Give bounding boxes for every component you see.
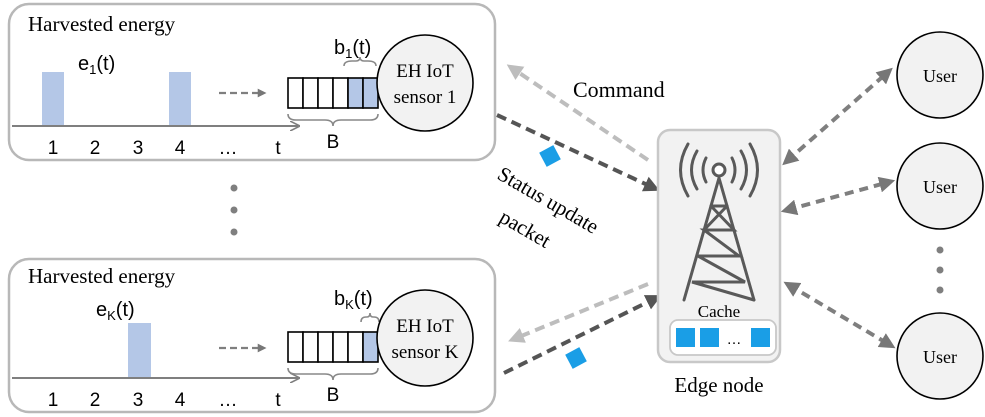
axis-tick: 1 (48, 138, 59, 159)
panel-title: Harvested energy (28, 264, 176, 288)
energy-bar-slot-4 (169, 72, 191, 126)
battery-level-brace (360, 312, 380, 323)
energy-label-sub: K (107, 308, 116, 323)
status-arrow-1 (496, 113, 660, 192)
axis-tick: 4 (175, 138, 186, 159)
cache-slot (700, 328, 719, 347)
command-arrow-1 (506, 64, 650, 162)
axis-tick: 1 (48, 390, 59, 411)
edge-node[interactable]: Cache … (656, 128, 782, 364)
battery-label-sub: K (345, 297, 354, 312)
battery-buffer (287, 77, 379, 109)
axis-tick: t (275, 138, 281, 159)
user-node-1[interactable]: User (896, 31, 984, 119)
capacity-label: B (327, 385, 340, 406)
capacity-brace (287, 367, 379, 381)
battery-buffer (287, 331, 379, 363)
user-links (780, 67, 896, 349)
energy-label: e1(t) (78, 53, 115, 77)
cache-slot (676, 328, 695, 347)
cache-slot (751, 328, 770, 347)
battery-cell (317, 331, 334, 363)
user-circle (896, 31, 984, 119)
axis-tick: 3 (133, 390, 144, 411)
battery-cell (347, 331, 364, 363)
user-circle (896, 142, 984, 230)
battery-cell (317, 77, 334, 109)
battery-label: b1(t) (334, 37, 371, 61)
user-node-3[interactable]: User (896, 312, 984, 400)
sensor-panel-k: Harvested energy eK(t) 1 2 3 4 … t bK(t)… (7, 257, 497, 414)
status-arrow-k (503, 295, 662, 375)
axis-tick: t (275, 390, 281, 411)
cache-box (669, 319, 777, 356)
battery-cell (332, 331, 349, 363)
capacity-label: B (327, 132, 340, 153)
battery-cell (332, 77, 349, 109)
edge-node-box (656, 128, 782, 364)
sensor-node-label-line2: sensor K (391, 342, 458, 363)
user-link-1 (782, 67, 893, 166)
status-packet-icon (539, 145, 561, 167)
user-circle (896, 312, 984, 400)
battery-label: bK(t) (334, 288, 373, 312)
axis-tick: 2 (90, 138, 101, 159)
axis-tick: … (219, 390, 238, 411)
user-continuation-dots (936, 246, 944, 294)
communication-links (496, 64, 662, 375)
panel-title: Harvested energy (28, 12, 176, 36)
battery-cell (287, 331, 304, 363)
panel-continuation-dots (230, 184, 238, 236)
edge-node-label: Edge node (674, 373, 763, 397)
command-label: Command (573, 77, 665, 102)
sensor-node-label-line1: EH IoT (396, 61, 454, 82)
energy-bar-slot-1 (42, 72, 64, 126)
panel-border (7, 2, 497, 162)
axis-tick: … (219, 138, 238, 159)
battery-cell-filled (362, 77, 379, 109)
antenna-tower-icon (679, 142, 759, 302)
user-label: User (923, 66, 957, 86)
axis-tick: 4 (175, 390, 186, 411)
cache-label: Cache (698, 302, 740, 321)
sensor-node-label-line2: sensor 1 (394, 87, 457, 108)
battery-cell (302, 331, 319, 363)
energy-bar-slot-3 (128, 323, 151, 378)
axis-tick: 2 (90, 390, 101, 411)
sensor-node[interactable] (376, 289, 474, 387)
user-label: User (923, 347, 957, 367)
battery-cell-filled (347, 77, 364, 109)
battery-label-sub: 1 (345, 46, 352, 61)
user-node-2[interactable]: User (896, 142, 984, 230)
capacity-brace (287, 113, 379, 127)
battery-cell-filled (362, 331, 379, 363)
energy-label: eK(t) (96, 299, 135, 323)
battery-cell (287, 77, 304, 109)
energy-label-sub: 1 (89, 62, 96, 77)
sensor-node[interactable] (376, 34, 474, 132)
cache-ellipsis: … (727, 331, 742, 348)
battery-cell (302, 77, 319, 109)
axis-tick: 3 (133, 138, 144, 159)
user-link-2 (780, 176, 896, 216)
sensor-node-label-line1: EH IoT (396, 316, 454, 337)
command-arrow-k (508, 282, 649, 343)
battery-level-brace (343, 56, 377, 67)
user-label: User (923, 177, 957, 197)
user-link-3 (783, 281, 896, 349)
sensor-panel-1: Harvested energy e1(t) 1 2 3 4 … t b1(t)… (7, 2, 497, 162)
status-packet-icon (565, 347, 587, 369)
